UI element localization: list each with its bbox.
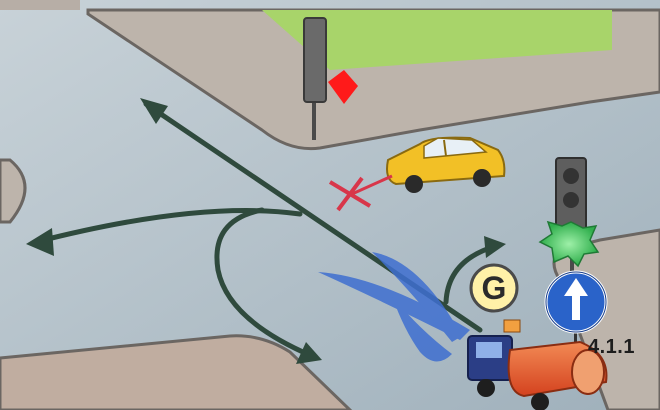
sidewalk-top-left bbox=[0, 0, 80, 10]
sign-code-label: 4.1.1 bbox=[588, 336, 635, 359]
vehicle-badge-label: G bbox=[471, 265, 517, 311]
